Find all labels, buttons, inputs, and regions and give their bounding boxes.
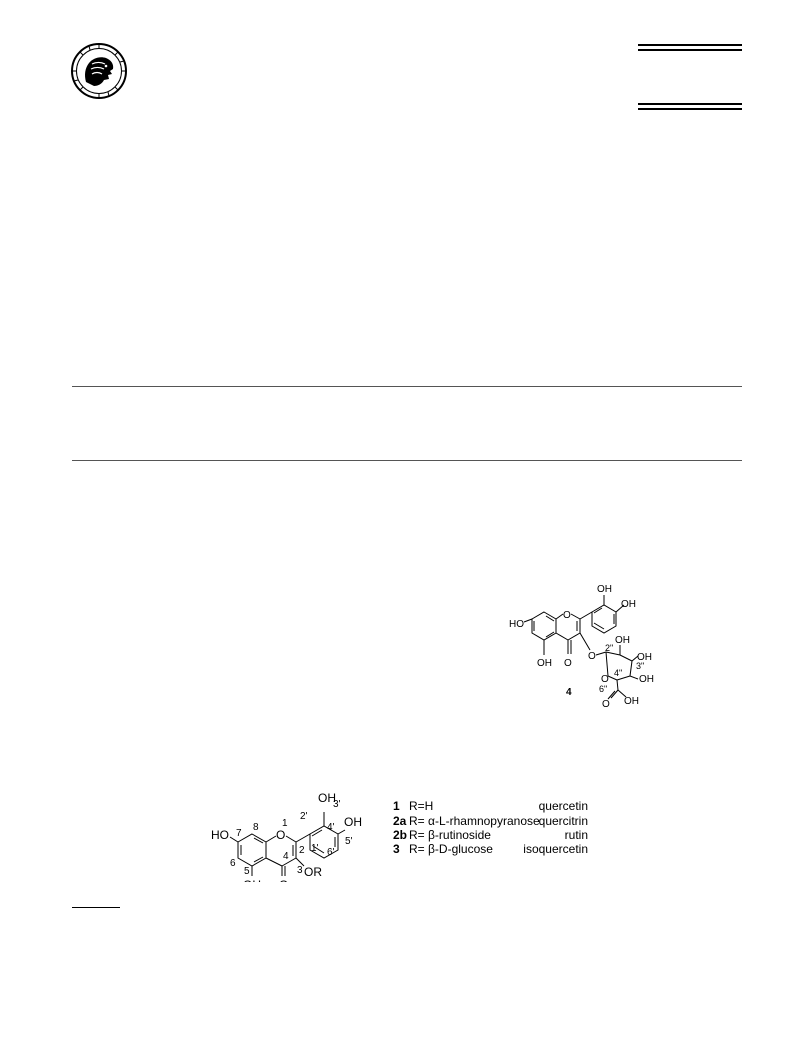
compound-4-carbonyl-o: O — [564, 658, 572, 669]
quercetin-pos-3p: 3' — [333, 799, 341, 810]
legend-compound-name: quercitrin — [538, 814, 588, 828]
journal-logo — [70, 42, 128, 100]
quercetin-pos-4p: 4' — [327, 822, 335, 833]
compound-4-oh-5: OH — [537, 658, 552, 669]
legend-number: 2a — [393, 814, 407, 828]
compound-4-oh-3p: OH — [597, 584, 612, 595]
quercetin-pos-5p: 5' — [345, 836, 353, 847]
quercetin-pos-8: 8 — [253, 822, 259, 833]
quercetin-pos-7: 7 — [236, 828, 242, 839]
quercetin-ho-7: HO — [211, 828, 229, 842]
legend-number: 3 — [393, 842, 400, 856]
compound-4-pos-4pp: 4" — [614, 668, 622, 678]
journal-logo-seal-icon — [71, 43, 127, 99]
quercetin-oh-4p: OH — [344, 815, 362, 829]
compound-4-structure: OH OH HO O OH O O O OH OH OH O OH 2" 3" … — [505, 578, 705, 713]
section-rule-bottom — [72, 460, 742, 461]
quercetin-o-1: O — [276, 828, 285, 842]
legend-compound-name: quercetin — [538, 799, 588, 813]
legend-compound-name: rutin — [564, 828, 588, 842]
quercetin-pos-3: 3 — [297, 865, 303, 876]
legend-compound-name: isoquercetin — [523, 842, 588, 856]
legend-row-3: 3 R= β-D-glucose isoquercetin — [393, 842, 588, 857]
compound-4-oh-4p: OH — [621, 599, 636, 610]
quercetin-diagram: OH OH HO O OH O OR 1 2 3 4 5 6 7 8 1' 2'… — [211, 791, 362, 892]
compound-4-oh-2pp: OH — [615, 635, 630, 646]
compound-4-oh-7: HO — [509, 619, 524, 630]
header-double-rule-top-2 — [638, 49, 742, 51]
compound-4-oh-4pp: OH — [639, 674, 654, 685]
compound-4-diagram: OH OH HO O OH O O O OH OH OH O OH 2" 3" … — [509, 584, 654, 710]
header-double-rule-bottom-2 — [638, 108, 742, 110]
quercetin-pos-2: 2 — [299, 845, 305, 856]
footnote-rule — [72, 907, 120, 908]
compound-4-cooh-oh: OH — [624, 696, 639, 707]
compound-4-sugar-ring-o: O — [601, 674, 609, 685]
compound-4-glyco-o: O — [588, 651, 596, 662]
compound-4-pos-6pp: 6" — [599, 684, 607, 694]
quercetin-pos-2p: 2' — [300, 811, 308, 822]
compound-4-number: 4 — [566, 687, 572, 698]
compound-4-pos-3pp: 3" — [636, 661, 644, 671]
legend-substituent: R= β-D-glucose — [409, 842, 493, 856]
compound-4-cooh-o: O — [602, 699, 610, 710]
quercetin-o-carbonyl: O — [279, 878, 288, 882]
header-double-rule-top — [638, 44, 742, 46]
compound-4-pos-2pp: 2" — [605, 643, 613, 653]
compound-4-oh-3pp: OH — [637, 652, 652, 663]
legend-row-1: 1 R=H quercetin — [393, 799, 588, 814]
quercetin-structure: OH OH HO O OH O OR 1 2 3 4 5 6 7 8 1' 2'… — [205, 782, 385, 892]
compound-4-ring-o-c1: O — [563, 610, 571, 621]
quercetin-oh-3p: OH — [318, 791, 336, 805]
quercetin-oh-5: OH — [243, 878, 261, 882]
legend-row-2a: 2a R= α-L-rhamnopyranose quercitrin — [393, 814, 588, 829]
legend-substituent: R= α-L-rhamnopyranose — [409, 814, 540, 828]
quercetin-pos-1: 1 — [282, 818, 288, 829]
quercetin-pos-5: 5 — [244, 866, 250, 877]
legend-number: 1 — [393, 799, 400, 813]
header-double-rule-bottom — [638, 103, 742, 105]
quercetin-or-3: OR — [304, 865, 322, 879]
legend-number: 2b — [393, 828, 408, 842]
section-rule-top — [72, 386, 742, 387]
quercetin-pos-6p: 6' — [327, 847, 335, 858]
quercetin-pos-1p: 1' — [311, 843, 319, 854]
quercetin-pos-4: 4 — [283, 851, 289, 862]
legend-substituent: R=H — [409, 799, 434, 813]
legend-row-2b: 2b R= β-rutinoside rutin — [393, 828, 588, 843]
quercetin-pos-6: 6 — [230, 858, 236, 869]
legend-substituent: R= β-rutinoside — [409, 828, 491, 842]
